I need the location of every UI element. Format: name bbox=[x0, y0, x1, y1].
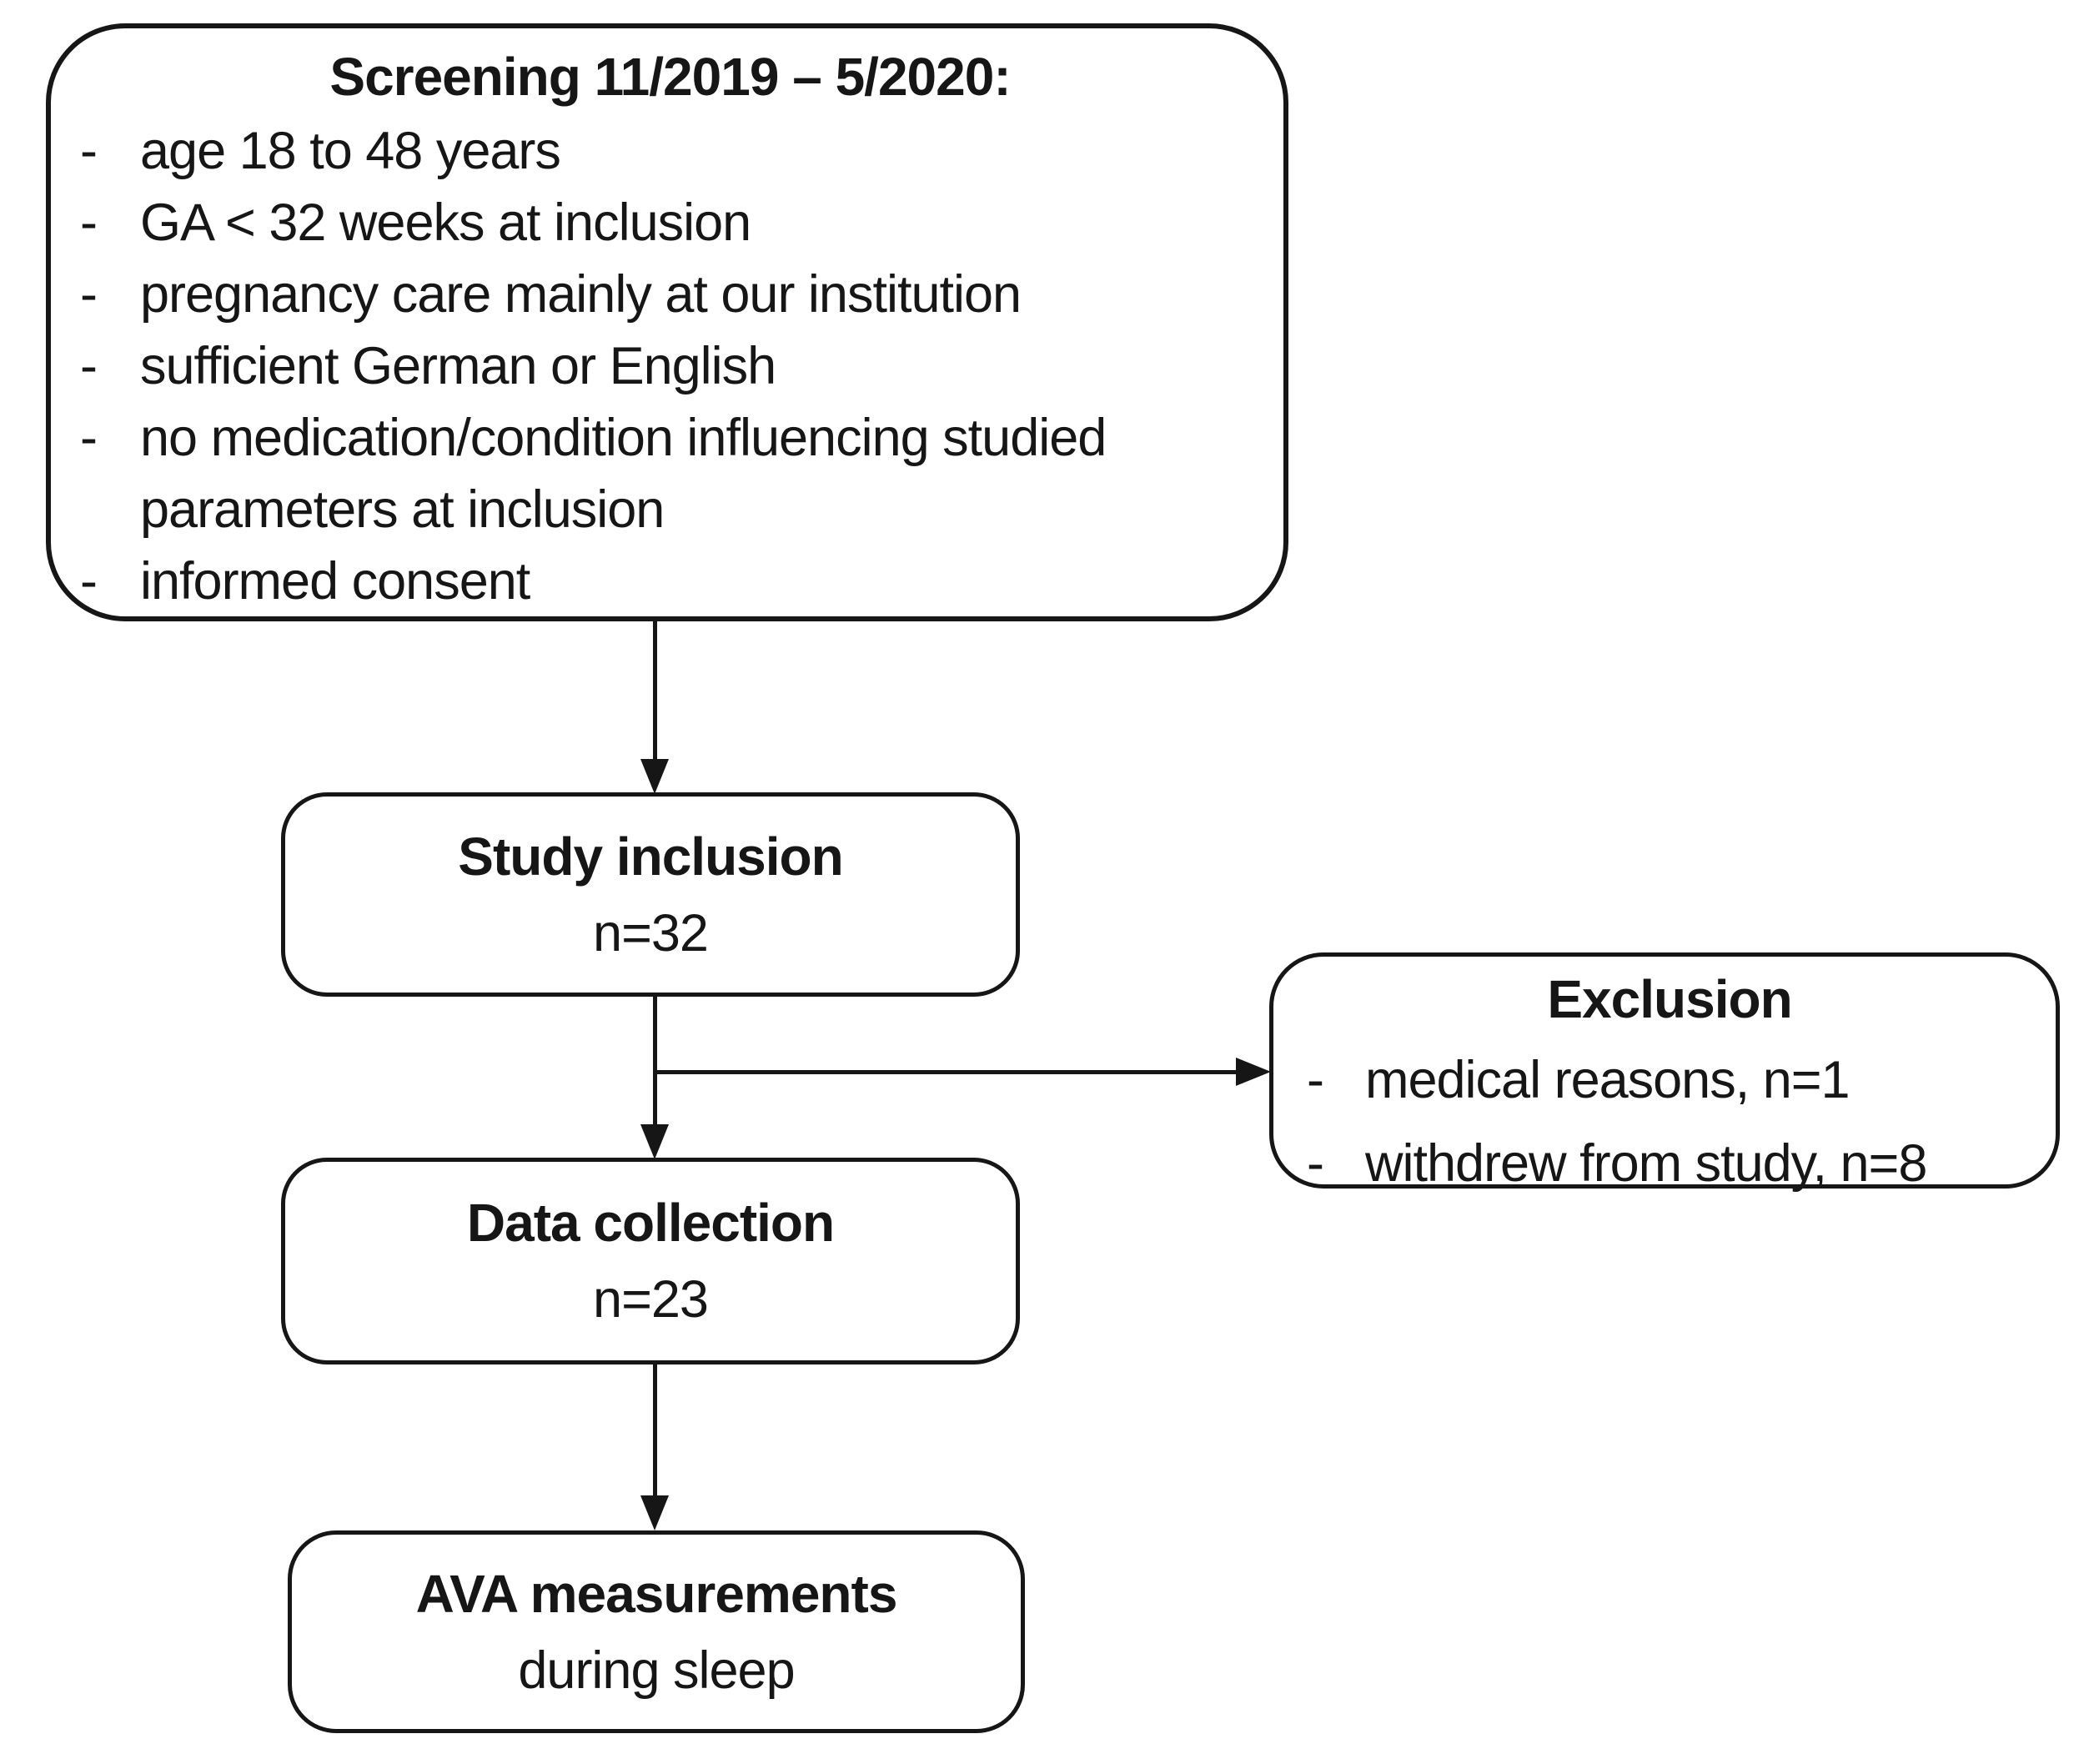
screening-box: Screening 11/2019 – 5/2020: - age 18 to … bbox=[46, 23, 1288, 621]
ava-measurements-box: AVA measurements during sleep bbox=[288, 1530, 1025, 1733]
exclusion-reasons-list: - medical reasons, n=1 - withdrew from s… bbox=[1307, 1038, 2032, 1205]
bullet-dash: - bbox=[80, 265, 98, 324]
bullet-dash: - bbox=[80, 409, 98, 467]
arrow-branch-to-exclusion-line bbox=[655, 1070, 1238, 1074]
screening-criteria-item: - pregnancy care mainly at our instituti… bbox=[80, 259, 1260, 330]
screening-title: Screening 11/2019 – 5/2020: bbox=[329, 47, 1011, 107]
screening-criteria-text: sufficient German or English bbox=[140, 337, 776, 395]
screening-criteria-item: - no medication/condition influencing st… bbox=[80, 402, 1260, 545]
screening-criteria-item: - sufficient German or English bbox=[80, 330, 1260, 402]
bullet-dash: - bbox=[1307, 1134, 1324, 1193]
screening-criteria-text: pregnancy care mainly at our institution bbox=[140, 265, 1022, 324]
exclusion-box: Exclusion - medical reasons, n=1 - withd… bbox=[1269, 952, 2060, 1193]
screening-criteria-text: GA < 32 weeks at inclusion bbox=[140, 193, 751, 252]
bullet-dash: - bbox=[80, 337, 98, 395]
exclusion-reason-item: - withdrew from study, n=8 bbox=[1307, 1122, 2032, 1205]
screening-criteria-text: informed consent bbox=[140, 552, 530, 611]
exclusion-reason-item: - medical reasons, n=1 bbox=[1307, 1038, 2032, 1122]
bullet-dash: - bbox=[80, 193, 98, 252]
arrow-collection-to-ava-line bbox=[653, 1363, 657, 1500]
arrow-screening-to-inclusion-line bbox=[653, 621, 657, 763]
screening-criteria-list: - age 18 to 48 years - GA < 32 weeks at … bbox=[80, 115, 1260, 617]
bullet-dash: - bbox=[1307, 1051, 1324, 1109]
arrow-down-icon bbox=[640, 1124, 669, 1159]
bullet-dash: - bbox=[80, 552, 98, 611]
arrow-down-icon bbox=[640, 1495, 669, 1530]
screening-criteria-text: no medication/condition influencing stud… bbox=[140, 409, 1107, 539]
screening-criteria-text: age 18 to 48 years bbox=[140, 122, 561, 180]
data-collection-title: Data collection bbox=[466, 1193, 835, 1253]
data-collection-count: n=23 bbox=[593, 1270, 709, 1329]
bullet-dash: - bbox=[80, 122, 98, 180]
exclusion-title: Exclusion bbox=[1547, 969, 1792, 1029]
arrow-right-icon bbox=[1236, 1058, 1271, 1086]
study-inclusion-title: Study inclusion bbox=[458, 826, 843, 887]
screening-criteria-item: - GA < 32 weeks at inclusion bbox=[80, 187, 1260, 259]
ava-measurements-subtitle: during sleep bbox=[518, 1641, 795, 1700]
screening-criteria-item: - informed consent bbox=[80, 545, 1260, 617]
ava-measurements-title: AVA measurements bbox=[415, 1563, 898, 1624]
screening-criteria-item: - age 18 to 48 years bbox=[80, 115, 1260, 187]
exclusion-reason-text: medical reasons, n=1 bbox=[1365, 1051, 1850, 1109]
data-collection-box: Data collection n=23 bbox=[281, 1158, 1020, 1364]
study-inclusion-box: Study inclusion n=32 bbox=[281, 792, 1020, 997]
exclusion-reason-text: withdrew from study, n=8 bbox=[1365, 1134, 1927, 1193]
study-inclusion-count: n=32 bbox=[593, 903, 709, 962]
arrow-inclusion-to-collection-line bbox=[653, 995, 657, 1128]
arrow-down-icon bbox=[640, 759, 669, 794]
